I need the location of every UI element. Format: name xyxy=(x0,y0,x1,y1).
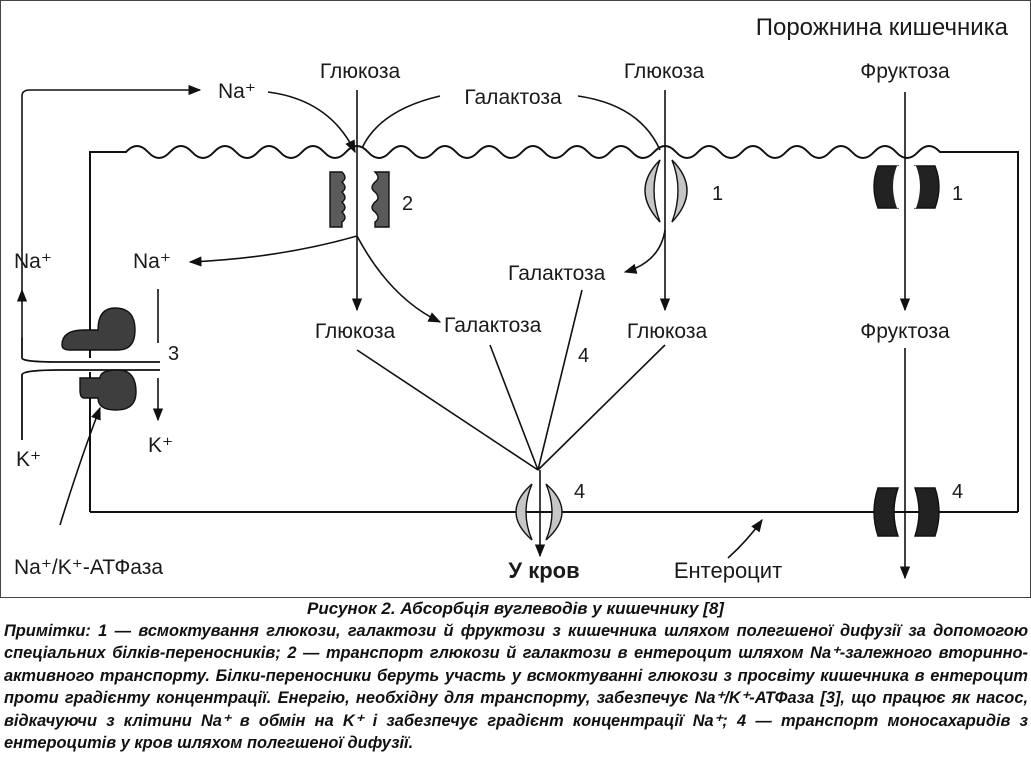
number-atpase: 3 xyxy=(168,343,179,365)
fructose-carrier-basolateral xyxy=(873,487,940,537)
fructose-carrier-apical xyxy=(873,165,940,209)
label-na-left: Na⁺ xyxy=(14,250,52,273)
sglt-transporter xyxy=(329,171,390,228)
label-galactose-top: Галактоза xyxy=(464,86,562,109)
label-enterocyte: Ентероцит xyxy=(674,558,782,583)
apical-membrane xyxy=(89,145,1019,512)
label-glucose-top-mid: Глюкоза xyxy=(624,60,705,83)
number-glut-mid: 1 xyxy=(712,183,723,205)
label-na-top: Na⁺ xyxy=(218,80,256,103)
figure-caption-title: Рисунок 2. Абсорбція вуглеводів у кишечн… xyxy=(307,599,724,618)
label-galactose-mid: Галактоза xyxy=(508,262,606,285)
flow-lines xyxy=(59,90,911,580)
number-four-base: 4 xyxy=(574,481,585,503)
na-recirculation-arrow xyxy=(21,84,202,290)
left-membrane-upper xyxy=(21,338,160,363)
number-sglt: 2 xyxy=(402,193,413,215)
label-to-blood: У кров xyxy=(508,558,579,583)
label-na-inner: Na⁺ xyxy=(133,250,171,273)
label-k-inner: K⁺ xyxy=(148,434,173,457)
glut-transporter-basolateral xyxy=(515,483,563,541)
left-membrane-lower xyxy=(21,369,160,440)
label-fructose-top: Фруктоза xyxy=(860,60,950,83)
label-k-left: K⁺ xyxy=(16,448,41,471)
figure-caption-notes: Примітки: 1 — всмоктування глюкози, гала… xyxy=(4,622,1028,753)
absorption-diagram: Порожнина кишечника xyxy=(14,14,1019,583)
label-glucose-mid-right: Глюкоза xyxy=(627,320,708,343)
label-glucose-mid-left: Глюкоза xyxy=(315,320,396,343)
label-fructose-mid: Фруктоза xyxy=(860,320,950,343)
label-atpase: Na⁺/K⁺-АТФаза xyxy=(14,556,163,579)
lumen-title: Порожнина кишечника xyxy=(756,14,1009,41)
na-k-atpase xyxy=(61,307,137,411)
number-four-fructose: 4 xyxy=(952,481,963,503)
number-four-mid: 4 xyxy=(578,345,589,367)
converging-lines xyxy=(356,289,666,471)
label-galactose-mid-left: Галактоза xyxy=(444,314,542,337)
label-glucose-top-left: Глюкоза xyxy=(320,60,401,83)
number-fructose-carrier: 1 xyxy=(952,183,963,205)
glut-transporter-mid xyxy=(644,159,688,223)
